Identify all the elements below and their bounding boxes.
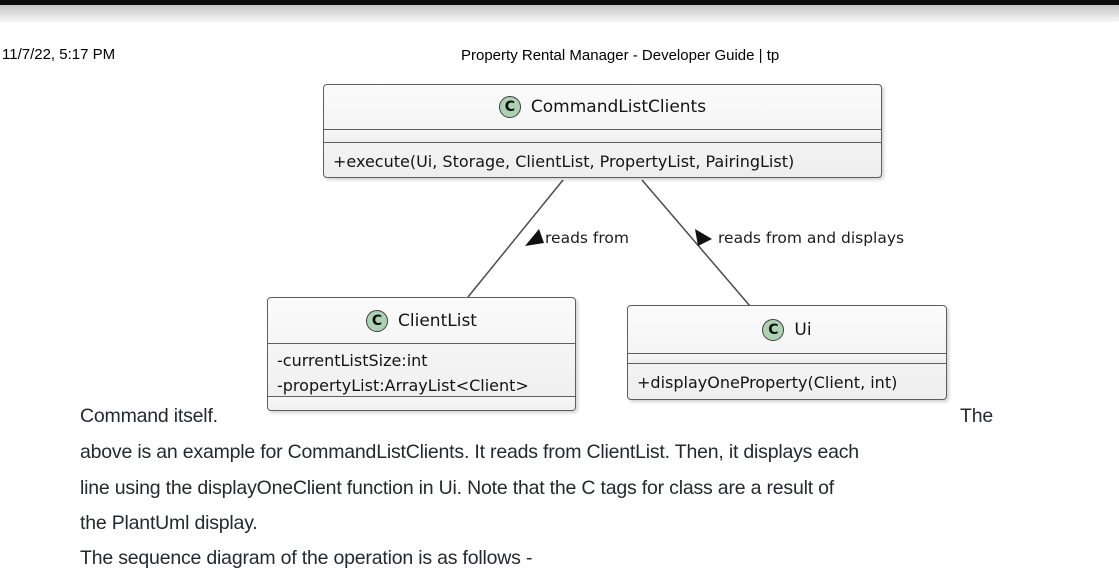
- methods-compartment: +displayOneProperty(Client, int): [628, 364, 946, 399]
- direction-arrow-icon: [525, 229, 544, 246]
- class-title-bar: C ClientList: [268, 298, 575, 344]
- paragraph-text: line using the displayOneClient function…: [80, 477, 835, 499]
- field-text: -propertyList:ArrayList<Client>: [277, 376, 529, 395]
- class-circle-icon: C: [366, 309, 389, 332]
- print-header-title: Property Rental Manager - Developer Guid…: [461, 47, 780, 64]
- class-circle-icon: C: [762, 318, 785, 341]
- print-header-date: 11/7/22, 5:17 PM: [2, 46, 116, 63]
- class-title-bar: C CommandListClients: [324, 85, 881, 130]
- class-title-bar: C Ui: [628, 306, 946, 354]
- class-name: Ui: [794, 319, 812, 340]
- uml-class-clientlist: C ClientList -currentListSize:int -prope…: [267, 297, 576, 411]
- uml-class-commandlistclients: C CommandListClients +execute(Ui, Storag…: [323, 84, 882, 178]
- fields-compartment-empty: [628, 354, 946, 364]
- edge-label-reads-from-and-displays: reads from and displays: [718, 229, 905, 247]
- paragraph-text: Command itself.: [80, 405, 218, 427]
- window-top-bar: [0, 0, 1119, 5]
- class-name: CommandListClients: [530, 97, 707, 117]
- paragraph-text: above is an example for CommandListClien…: [80, 441, 859, 463]
- toolbar-gradient-strip: [0, 5, 1119, 22]
- methods-compartment-empty: [268, 397, 575, 410]
- edge-label-reads-from: reads from: [545, 229, 629, 247]
- uml-class-ui: C Ui +displayOneProperty(Client, int): [627, 305, 947, 400]
- class-name: ClientList: [398, 310, 477, 331]
- field-text: -currentListSize:int: [277, 351, 428, 370]
- class-circle-icon: C: [498, 96, 521, 118]
- method-text: +displayOneProperty(Client, int): [637, 373, 898, 392]
- direction-arrow-icon: [695, 229, 712, 246]
- method-text: +execute(Ui, Storage, ClientList, Proper…: [333, 151, 795, 171]
- paragraph-text: The: [960, 405, 994, 427]
- fields-compartment: -currentListSize:int -propertyList:Array…: [268, 344, 575, 397]
- paragraph-text: The sequence diagram of the operation is…: [80, 547, 533, 569]
- fields-compartment-empty: [324, 130, 881, 143]
- paragraph-text: the PlantUml display.: [80, 512, 258, 534]
- methods-compartment: +execute(Ui, Storage, ClientList, Proper…: [324, 143, 881, 177]
